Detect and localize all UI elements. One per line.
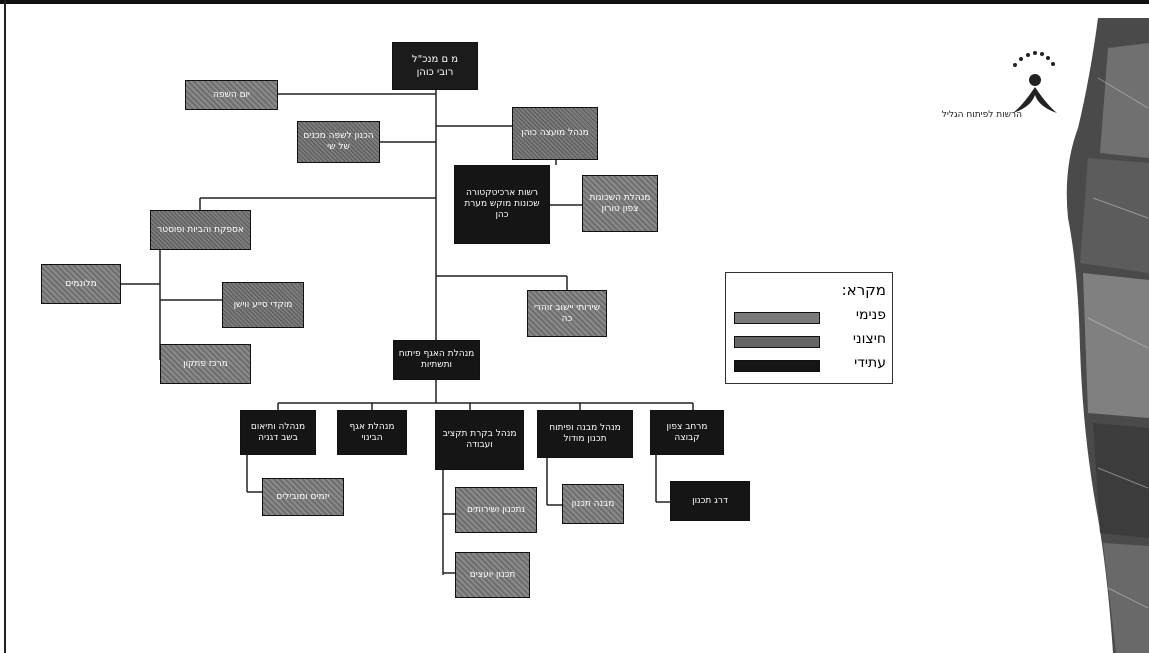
legend-swatch-internal	[734, 312, 820, 324]
legend: מקרא: פנימי חיצוני עתידי	[725, 272, 893, 384]
org-box-far-left: מלונמים	[41, 264, 121, 304]
org-box-left-second: הכנון לשפה מכנים של שי	[297, 121, 380, 163]
org-head-title: מ ם מנכ"ל	[411, 54, 459, 65]
legend-title: מקרא:	[841, 281, 886, 299]
decorative-photo-strip	[1066, 18, 1149, 653]
top-border	[0, 0, 1149, 4]
legend-swatch-external	[734, 336, 820, 348]
org-child-d: דרג תכנון	[670, 481, 750, 521]
org-head-subtitle: רובי כוהן	[416, 67, 454, 78]
logo-icon	[1013, 51, 1057, 113]
legend-item-future: עתידי	[730, 355, 886, 377]
org-subunit-5: מרחב צפון קבוצה	[650, 410, 724, 455]
org-child-a: יזמים ומובילים	[262, 478, 344, 516]
org-child-c: מבנה תכנון	[562, 484, 624, 524]
org-box-left-mid: מוקדי סייע ווישן	[222, 282, 304, 328]
org-box-division-head: מנהלת האגף פיתוח ותשתיות	[393, 340, 480, 380]
org-box-left-group-head: אספקת והביות ופוסטר	[150, 210, 251, 250]
org-subunit-3: מנהל בקרת תקציב ועבודה	[435, 410, 524, 470]
org-subunit-4: מנהל מבנה ופיתוח תכנון מודול	[537, 410, 633, 458]
logo-text: הרשות לפיתוח הגליל	[941, 110, 1022, 120]
legend-label-external: חיצוני	[852, 331, 886, 347]
legend-swatch-future	[734, 360, 820, 372]
legend-item-external: חיצוני	[730, 331, 886, 353]
org-head-box: מ ם מנכ"ל רובי כוהן	[392, 42, 478, 90]
org-box-right-low: שירותי יישוב זוהרי כה	[527, 290, 607, 337]
org-box-right-mid-b: מנהלת השכונות צפון טורון	[582, 175, 658, 232]
org-child-b2: תכנון יועצים	[455, 552, 530, 598]
org-subunit-2: מנהלת אגף הבינוי	[337, 410, 407, 455]
org-subunit-1: מנהלה ותיאום בשב דגניה	[240, 410, 316, 455]
legend-label-future: עתידי	[854, 355, 886, 371]
org-box-left-bottom: מרכז פתקון	[160, 344, 251, 384]
org-box-right-top: מנהל מועצה כוהן	[512, 107, 598, 160]
legend-label-internal: פנימי	[855, 307, 886, 323]
org-box-right-mid-a: רשות ארכיטקטורה שכונות מוקש מערת כהן	[454, 165, 550, 244]
legend-item-internal: פנימי	[730, 307, 886, 329]
left-border	[4, 0, 6, 653]
org-box-left-top: יום השפה	[185, 80, 278, 110]
org-child-b1: נתכנון ושירותים	[455, 487, 537, 533]
